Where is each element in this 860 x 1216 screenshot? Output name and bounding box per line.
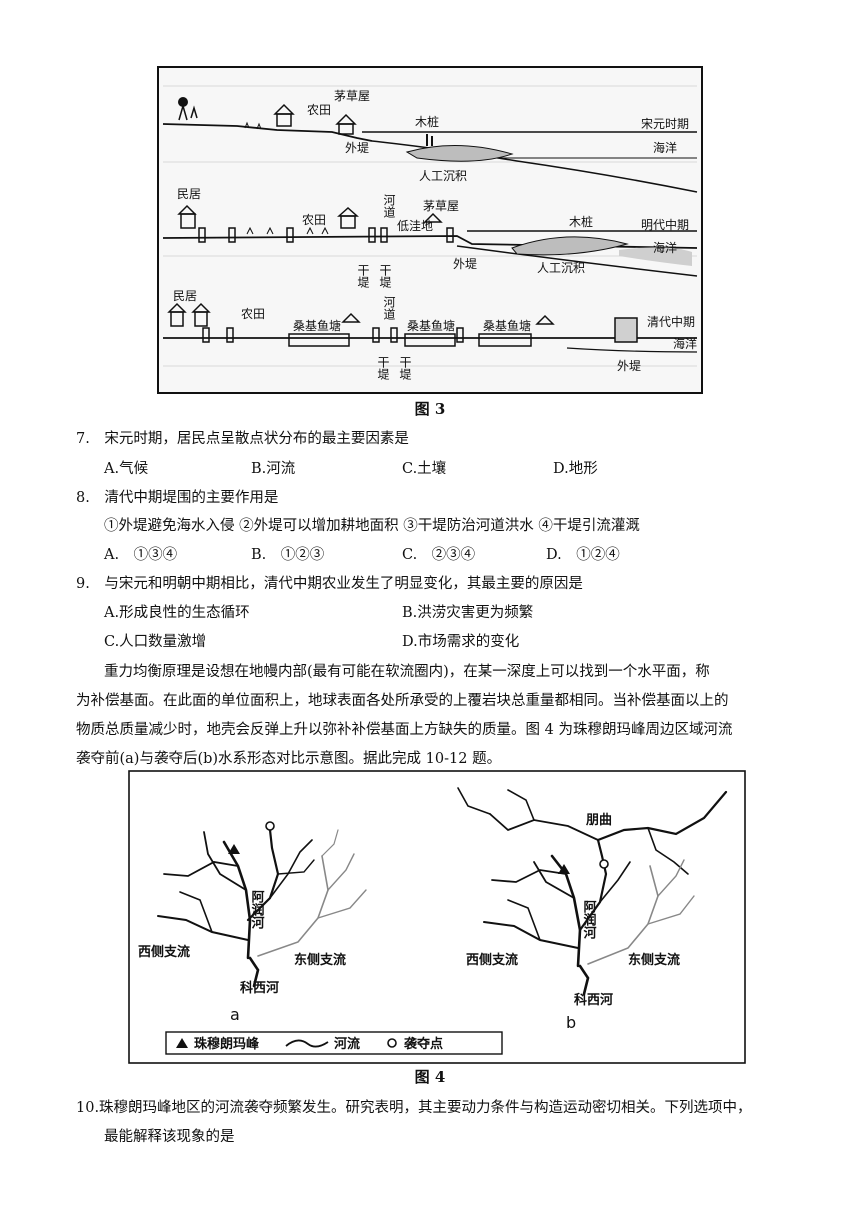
qing-fishpond-label-1: 桑基鱼塘 — [293, 318, 341, 333]
legend-capture-icon — [387, 1038, 397, 1048]
figure-3: 农田 茅草屋 木桩 外堤 人工沉积 宋元时期 海洋 — [157, 66, 703, 394]
ming-farmland-label: 农田 — [302, 213, 326, 227]
qing-trunk-dike-label-2: 干堤 — [398, 356, 412, 380]
ming-residence-label: 民居 — [177, 187, 201, 201]
panel-b-arun-label: 阿润河 — [581, 900, 597, 940]
q9-option-b: B.洪涝灾害更为频繁 — [402, 605, 534, 621]
song-stake-label: 木桩 — [415, 114, 439, 129]
panel-b-kosi-label: 科西河 — [574, 992, 613, 1008]
q7-option-a: A.气候 — [104, 461, 149, 477]
panel-b-east-label: 东侧支流 — [628, 952, 680, 968]
qing-farmland-label: 农田 — [241, 307, 265, 321]
panel-a-peak-icon — [228, 844, 240, 854]
song-sediment-label: 人工沉积 — [419, 169, 467, 183]
ming-trunk-dike-label-1: 干堤 — [356, 264, 370, 288]
panel-b-peak-icon — [558, 864, 570, 874]
figure-4: 西侧支流 东侧支流 阿润河 科西河 a 西侧支流 东侧支流 阿润 — [128, 770, 746, 1064]
figure-4-caption: 图 4 — [414, 1068, 446, 1086]
song-outer-dike-label: 外堤 — [345, 141, 369, 155]
ming-sediment-label: 人工沉积 — [537, 261, 585, 275]
q7-option-b: B.河流 — [251, 461, 296, 477]
song-farmland-label: 农田 — [307, 103, 331, 117]
qing-fishpond-label-3: 桑基鱼塘 — [483, 318, 531, 333]
question-10-stem: 10.珠穆朗玛峰地区的河流袭夺频繁发生。研究表明，其主要动力条件与构造运动密切相… — [76, 1100, 752, 1116]
ming-river-channel-label-1: 河道 — [382, 194, 396, 218]
question-9-stem: 9. 与宋元和明朝中期相比，清代中期农业发生了明显变化，其最主要的原因是 — [76, 576, 583, 592]
q7-option-d: D.地形 — [553, 461, 598, 477]
panel-a-kosi-label: 科西河 — [240, 980, 279, 996]
ming-lowland-label: 低洼地 — [397, 219, 433, 233]
qing-period-label: 清代中期 — [647, 314, 695, 329]
q8-option-b: B. ①②③ — [251, 547, 325, 563]
ming-sea-label: 海洋 — [653, 240, 677, 255]
q9-option-c: C.人口数量激增 — [104, 634, 207, 650]
legend: 珠穆朗玛峰 河流 袭夺点 — [165, 1031, 503, 1055]
question-10-stem-cont: 最能解释该现象的是 — [104, 1129, 235, 1145]
song-hut-label: 茅草屋 — [334, 89, 370, 103]
figure-3-caption: 图 3 — [414, 400, 446, 418]
panel-b — [457, 787, 728, 996]
passage-line-3: 物质总质量减少时，地壳会反弹上升以弥补补偿基面上方缺失的质量。图 4 为珠穆朗玛… — [76, 722, 733, 738]
q8-option-a: A. ①③④ — [104, 547, 178, 563]
qing-outer-dike-label: 外堤 — [617, 359, 641, 373]
panel-a-west-label: 西侧支流 — [138, 944, 190, 960]
q9-option-d: D.市场需求的变化 — [402, 634, 520, 650]
panel-b-letter: b — [566, 1013, 576, 1032]
panel-a-letter: a — [230, 1005, 240, 1024]
qing-trunk-dike-label-1: 干堤 — [376, 356, 390, 380]
panel-b-west-label: 西侧支流 — [466, 952, 518, 968]
q9-option-a: A.形成良性的生态循环 — [104, 605, 250, 621]
ming-outer-dike-label: 外堤 — [453, 257, 477, 271]
qing-section: 民居 农田 桑基鱼塘 桑基鱼塘 桑基鱼塘 河道 干堤 干堤 外堤 清代中期 海洋 — [163, 289, 697, 380]
legend-river-label: 河流 — [334, 1036, 360, 1052]
question-7-stem: 7. 宋元时期，居民点呈散点状分布的最主要因素是 — [76, 431, 409, 447]
ming-hut-label: 茅草屋 — [423, 199, 459, 213]
q8-option-c: C. ②③④ — [402, 547, 476, 563]
panel-a — [157, 821, 367, 988]
question-8-stem: 8. 清代中期堤围的主要作用是 — [76, 490, 279, 506]
passage-line-2: 为补偿基面。在此面的单位面积上，地球表面各处所承受的上覆岩块总重量都相同。当补偿… — [76, 693, 729, 709]
song-sea-label: 海洋 — [653, 140, 677, 155]
q8-statements: ①外堤避免海水入侵 ②外堤可以增加耕地面积 ③干堤防治河道洪水 ④干堤引流灌溉 — [104, 518, 640, 534]
ming-stake-label: 木桩 — [569, 214, 593, 229]
panel-a-arun-label: 阿润河 — [249, 890, 265, 930]
q8-option-d: D. ①②④ — [546, 547, 620, 563]
passage-line-1: 重力均衡原理是设想在地幔内部(最有可能在软流圈内)，在某一深度上可以找到一个水平… — [104, 664, 710, 680]
qing-sea-label: 海洋 — [673, 336, 697, 351]
legend-peak-label: 珠穆朗玛峰 — [194, 1036, 260, 1052]
legend-peak-icon — [176, 1038, 188, 1048]
qing-river-channel-label: 河道 — [382, 296, 396, 320]
legend-capture-label: 袭夺点 — [403, 1036, 443, 1052]
song-period-label: 宋元时期 — [641, 116, 689, 131]
figure-3-diagram: 农田 茅草屋 木桩 外堤 人工沉积 宋元时期 海洋 — [157, 66, 703, 394]
song-yuan-section: 农田 茅草屋 木桩 外堤 人工沉积 宋元时期 海洋 — [162, 89, 698, 193]
passage-line-4: 袭夺前(a)与袭夺后(b)水系形态对比示意图。据此完成 10-12 题。 — [76, 751, 502, 767]
qing-fishpond-label-2: 桑基鱼塘 — [407, 318, 455, 333]
panel-a-east-label: 东侧支流 — [294, 952, 346, 968]
ming-trunk-dike-label-2: 干堤 — [378, 264, 392, 288]
ming-section: 民居 农田 河道 干堤 干堤 低洼地 茅草屋 木桩 外堤 人工沉积 明代中期 海… — [162, 187, 698, 288]
legend-river-icon — [285, 1039, 329, 1048]
q7-option-c: C.土壤 — [402, 461, 447, 477]
figure-4-diagram: 西侧支流 东侧支流 阿润河 科西河 a 西侧支流 东侧支流 阿润 — [128, 770, 746, 1064]
ming-period-label: 明代中期 — [641, 217, 689, 232]
panel-b-pengqu-label: 朋曲 — [585, 812, 612, 828]
qing-residence-label: 民居 — [173, 289, 197, 303]
